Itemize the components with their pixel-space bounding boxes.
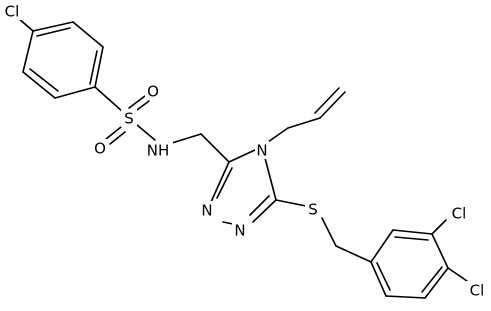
bond (431, 219, 447, 235)
bond (249, 195, 270, 216)
bond (287, 117, 321, 129)
bond (370, 261, 387, 297)
bond (264, 157, 277, 201)
bond (72, 21, 104, 48)
bond (385, 295, 426, 299)
bond (335, 245, 372, 263)
bond (200, 133, 230, 163)
bonds (16, 16, 468, 299)
bond (394, 236, 429, 241)
bond (105, 126, 122, 140)
bond (216, 167, 233, 199)
bond (222, 221, 234, 225)
atom-label-cl-para: Cl (470, 282, 485, 300)
bond (370, 229, 394, 263)
atom-label-cl-top: Cl (5, 3, 20, 21)
bond (267, 127, 289, 143)
bond (36, 27, 71, 37)
atom-label-nh: NH (147, 142, 170, 160)
atom-label-o-upper: O (147, 83, 159, 101)
bond (431, 233, 449, 269)
bond (424, 267, 449, 299)
bond (314, 87, 340, 114)
bond (275, 199, 307, 207)
bond (89, 50, 98, 85)
bond (109, 131, 126, 145)
atom-label-o-lower: O (94, 140, 106, 158)
bond (32, 21, 74, 32)
bond (94, 46, 104, 88)
bond (321, 217, 337, 247)
bond (22, 30, 34, 73)
bond (210, 161, 230, 203)
atom-label-n1: N (201, 202, 212, 220)
bond (376, 262, 391, 291)
bond (136, 124, 156, 141)
bond (29, 68, 59, 92)
atom-label-s-thioether: S (308, 201, 318, 219)
bond (392, 229, 433, 235)
bond (319, 91, 346, 119)
atom-label-n2: N (234, 222, 245, 240)
atom-label-n4: N (256, 142, 267, 160)
bond (171, 133, 202, 144)
bond (94, 86, 124, 113)
bond (421, 266, 443, 293)
atom-labels: Cl S O O NH N N N S Cl Cl (1, 2, 488, 300)
bond (128, 95, 146, 109)
atom-label-cl-meta: Cl (452, 205, 467, 223)
atom-label-s-sulfonyl: S (124, 110, 134, 128)
bond (252, 199, 277, 223)
bond (228, 149, 256, 163)
bond (22, 71, 56, 99)
bond (447, 267, 468, 282)
bond (54, 86, 96, 99)
